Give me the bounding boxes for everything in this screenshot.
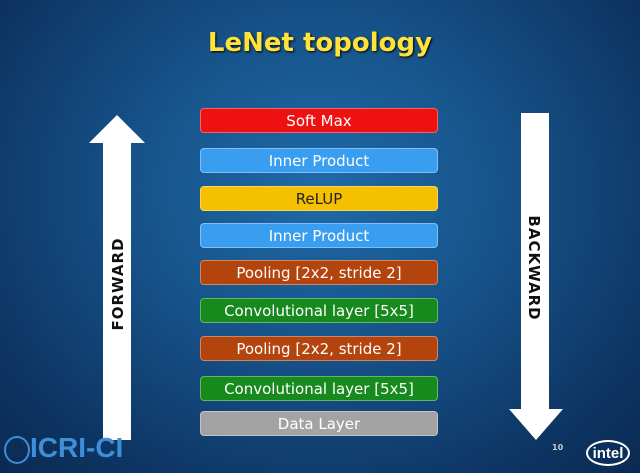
layer-inner-product-2: Inner Product (200, 148, 438, 173)
forward-label: FORWARD (109, 237, 127, 331)
logo-text: ICRI-CI (30, 432, 124, 463)
backward-label: BACKWARD (525, 215, 543, 321)
layer-softmax: Soft Max (200, 108, 438, 133)
page-number: 10 (552, 443, 564, 452)
layer-data: Data Layer (200, 411, 438, 436)
brain-icon (4, 435, 30, 464)
layer-inner-product-1: Inner Product (200, 223, 438, 248)
layer-conv-1: Convolutional layer [5x5] (200, 376, 438, 401)
layer-conv-2: Convolutional layer [5x5] (200, 298, 438, 323)
layer-pooling-1: Pooling [2x2, stride 2] (200, 336, 438, 361)
icri-ci-logo: ICRI-CI (4, 432, 123, 464)
slide-title: LeNet topology (207, 28, 433, 58)
layer-relu: ReLUP (200, 186, 438, 211)
forward-arrow-icon (89, 115, 145, 440)
intel-logo: intel (586, 440, 630, 466)
backward-arrow-icon (509, 113, 563, 440)
layer-pooling-2: Pooling [2x2, stride 2] (200, 260, 438, 285)
